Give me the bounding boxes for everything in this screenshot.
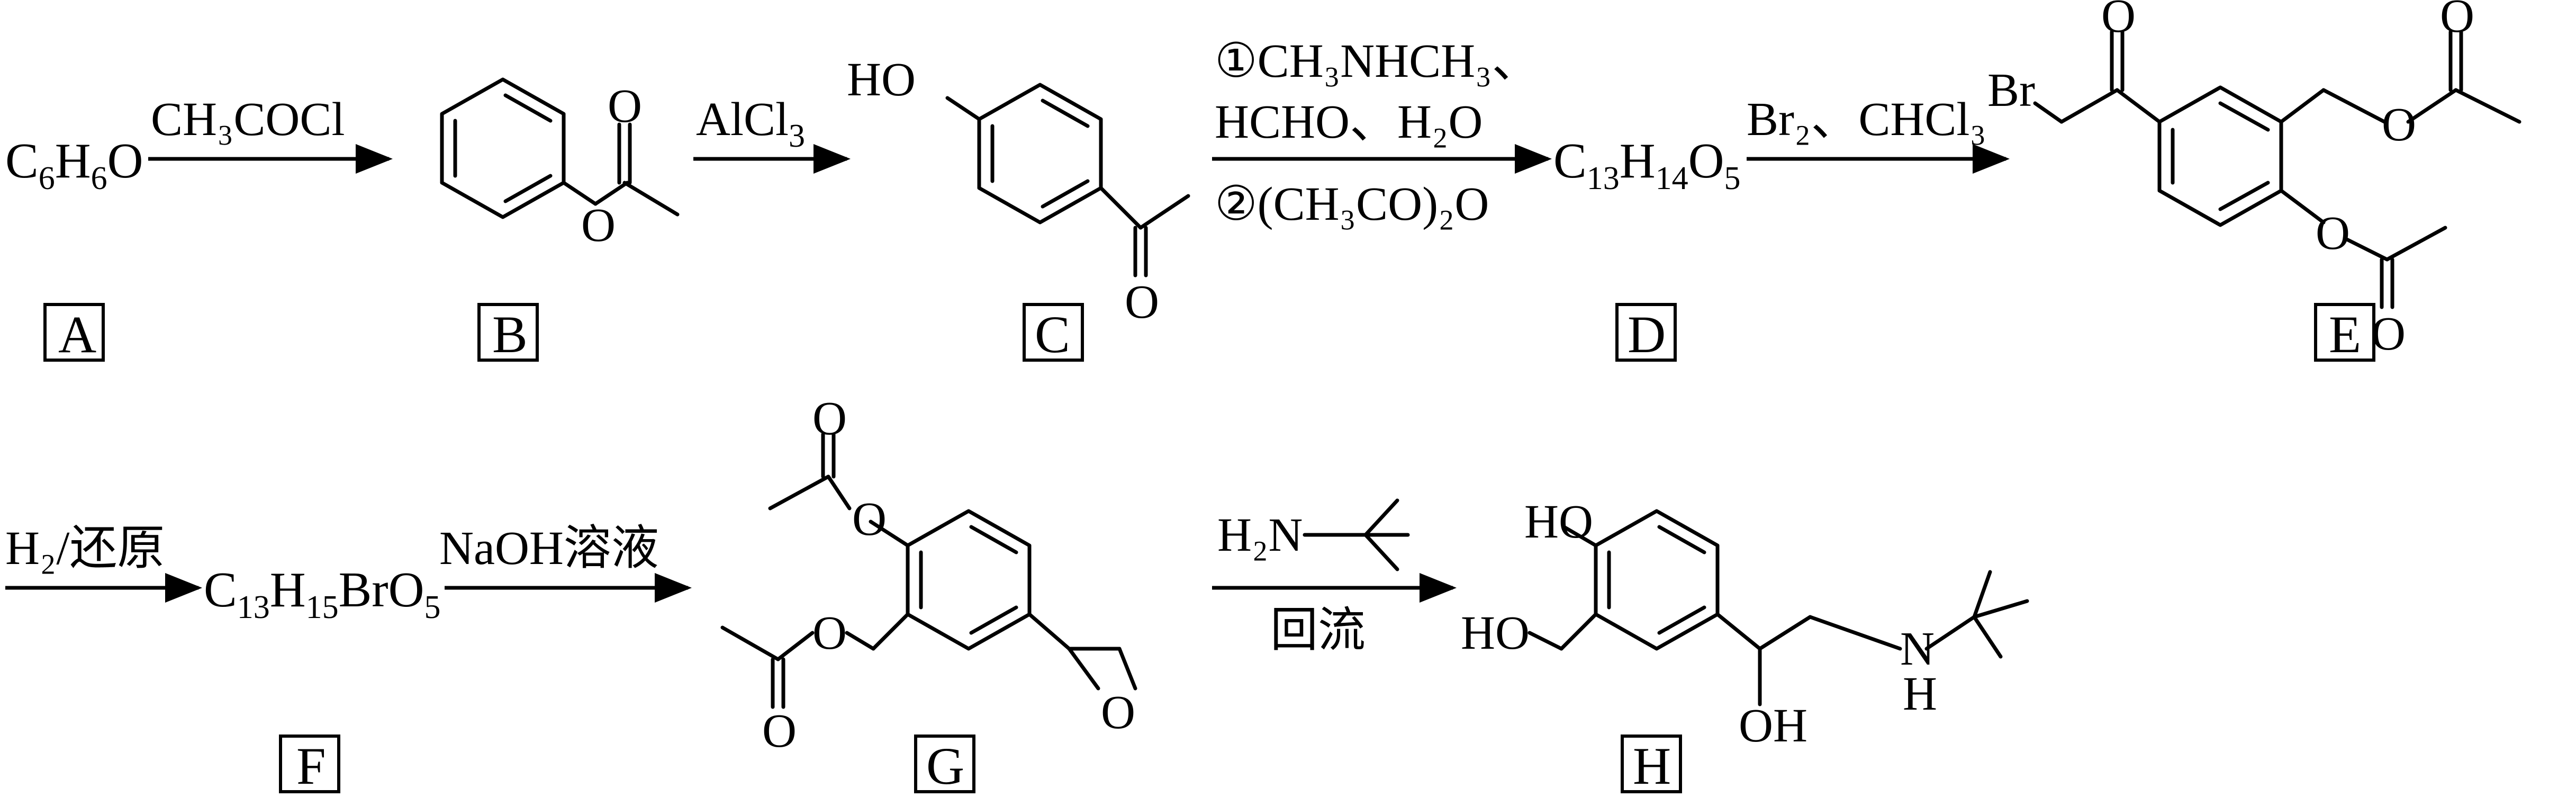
arrow7-condition: 回流 bbox=[1270, 604, 1366, 657]
G-ester-O-1: O bbox=[852, 493, 887, 545]
structure-B bbox=[440, 77, 680, 219]
arrow3-condition-1: ①CH₃NHCH₃、 bbox=[1215, 35, 1539, 87]
compound-A-formula: C6H6O bbox=[5, 133, 143, 196]
G-carbonyl-O-1: O bbox=[812, 392, 847, 445]
label-B-box bbox=[477, 303, 539, 362]
label-B: B bbox=[492, 305, 528, 364]
E-bromine: Br bbox=[1987, 64, 2035, 117]
E-ketone-O: O bbox=[2101, 0, 2136, 42]
label-D-box bbox=[1615, 303, 1677, 362]
compound-F-formula: C13H15BrO5 bbox=[204, 562, 440, 625]
B-carbonyl-O: O bbox=[608, 80, 642, 132]
label-H: H bbox=[1633, 737, 1671, 795]
structure-E bbox=[2033, 30, 2521, 309]
label-H-box bbox=[1621, 735, 1682, 793]
arrow6-reagent: NaOH溶液 bbox=[439, 522, 659, 575]
structure-C bbox=[945, 83, 1190, 277]
label-F-box bbox=[279, 735, 340, 793]
arrow5-reagent: H₂/还原 bbox=[5, 522, 165, 575]
H-amine-N: N bbox=[1900, 623, 1935, 675]
B-ester-O: O bbox=[581, 199, 616, 252]
arrow3-condition-3: ②(CH₃CO)₂O bbox=[1215, 178, 1489, 230]
H-amine-H: H bbox=[1903, 668, 1937, 720]
G-epoxide-O: O bbox=[1101, 686, 1135, 739]
E-carbonyl-O-1: O bbox=[2440, 0, 2474, 42]
label-A-box bbox=[43, 303, 105, 362]
H-phenol-HO: HO bbox=[1524, 496, 1593, 548]
G-carbonyl-O-2: O bbox=[762, 705, 797, 757]
label-E: E bbox=[2329, 305, 2361, 364]
C-hydroxyl: HO bbox=[847, 53, 916, 106]
H-alcohol-OH: OH bbox=[1739, 700, 1807, 752]
E-carbonyl-O-2: O bbox=[2371, 308, 2406, 360]
arrow3-condition-2: HCHO、H₂O bbox=[1215, 96, 1483, 148]
arrow2-reagent: AlCl3 bbox=[696, 93, 805, 154]
tert-butyl-group-reagent bbox=[1303, 498, 1410, 571]
arrow4-reagent: Br₂、CHCl₃ bbox=[1747, 93, 1986, 146]
label-C-box bbox=[1023, 303, 1084, 362]
arrow7-amine-h2n: H₂N bbox=[1217, 509, 1303, 561]
label-G-box bbox=[914, 735, 975, 793]
compound-D-formula: C13H14O5 bbox=[1553, 133, 1740, 196]
structure-H bbox=[1527, 509, 2029, 706]
label-F: F bbox=[296, 737, 326, 795]
G-ester-O-2: O bbox=[812, 607, 847, 659]
label-C: C bbox=[1035, 305, 1070, 364]
label-G: G bbox=[926, 737, 964, 795]
label-E-box bbox=[2314, 303, 2375, 362]
arrow1-reagent: CH₃COCl bbox=[151, 93, 345, 146]
label-A: A bbox=[58, 305, 96, 364]
H-hydroxymethyl-HO: HO bbox=[1461, 607, 1530, 659]
E-ester-O-1: O bbox=[2382, 98, 2416, 151]
E-ester-O-2: O bbox=[2316, 207, 2350, 259]
label-D: D bbox=[1628, 305, 1666, 364]
C-ketone-O: O bbox=[1125, 276, 1159, 328]
structure-G bbox=[720, 432, 1137, 709]
